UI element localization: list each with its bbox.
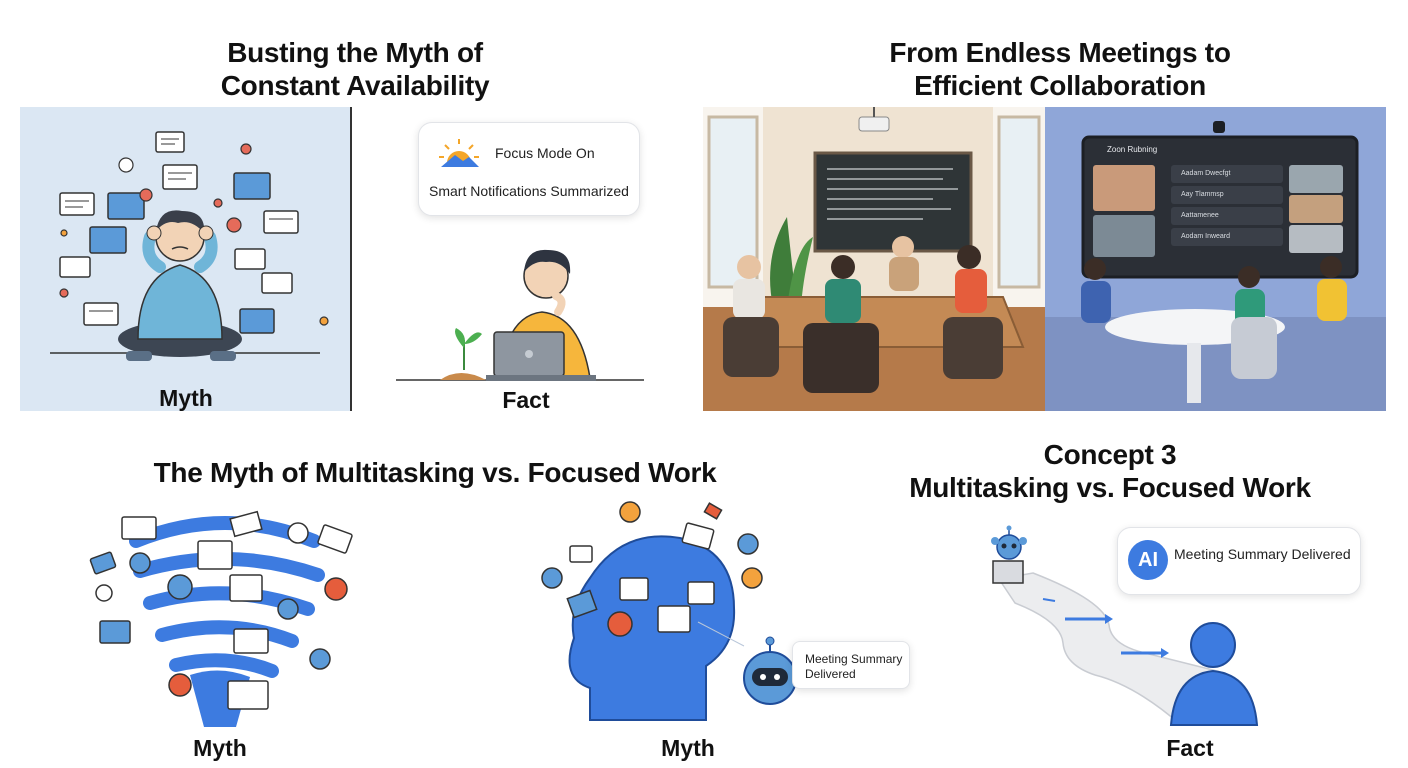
panel3-left-caption: Myth <box>193 735 247 761</box>
ai-badge-icon: AI <box>1128 540 1168 580</box>
panel1-title: Busting the Myth of Constant Availabilit… <box>150 36 560 102</box>
sun-icon <box>437 137 481 169</box>
participant-item: Aodam Inweard <box>1171 228 1283 246</box>
video-call-screen-title: Zoon Rubning <box>1107 145 1158 154</box>
panel1-title-line1: Busting the Myth of <box>227 37 483 68</box>
meeting-summary-line1: Meeting Summary <box>805 652 903 666</box>
meeting-summary-delivered-text: Meeting Summary Delivered <box>1174 546 1351 562</box>
panel1-title-line2: Constant Availability <box>220 70 490 101</box>
workflow-path-illustration <box>985 525 1275 730</box>
overloaded-head-illustration <box>530 498 800 728</box>
panel1-divider <box>350 107 352 411</box>
focus-mode-label: Focus Mode On <box>495 145 595 161</box>
panel1-fact-caption: Fact <box>502 387 550 413</box>
panel4-title-line1: Concept 3 <box>1043 439 1177 470</box>
panel2-title-line2: Efficient Collaboration <box>914 70 1206 101</box>
participant-item: Aadam Dwecfgt <box>1171 165 1283 183</box>
panel3-title: The Myth of Multitasking vs. Focused Wor… <box>153 457 717 488</box>
focus-mode-bubble: Focus Mode On Smart Notifications Summar… <box>418 122 640 216</box>
video-call-illustration: Zoon Rubning Aadam Dwecfgt Aay Tlammsp A… <box>1045 107 1386 411</box>
panel3-right-caption: Myth <box>661 735 715 761</box>
participant-list: Aadam Dwecfgt Aay Tlammsp Aattamenee Aod… <box>1171 165 1283 249</box>
panel1-myth-caption: Myth <box>159 385 213 411</box>
focused-person-illustration <box>390 220 650 390</box>
participant-item: Aay Tlammsp <box>1171 186 1283 204</box>
myth-illustration-stressed-person <box>20 107 351 411</box>
panel4-title-line2: Multitasking vs. Focused Work <box>909 472 1311 503</box>
panel4-title: Concept 3 Multitasking vs. Focused Work <box>890 438 1330 504</box>
meeting-summary-bubble-small: Meeting Summary Delivered <box>792 641 910 689</box>
panel2-title: From Endless Meetings to Efficient Colla… <box>850 36 1270 102</box>
panel2-title-line1: From Endless Meetings to <box>889 37 1231 68</box>
conference-room-illustration <box>703 107 1045 411</box>
panel4-fact-caption: Fact <box>1166 735 1214 761</box>
meeting-summary-bubble: AI Meeting Summary Delivered <box>1117 527 1361 595</box>
smart-notifications-label: Smart Notifications Summarized <box>429 183 629 199</box>
participant-item: Aattamenee <box>1171 207 1283 225</box>
meeting-summary-line2: Delivered <box>805 667 856 681</box>
tornado-multitasking-illustration <box>80 505 370 730</box>
